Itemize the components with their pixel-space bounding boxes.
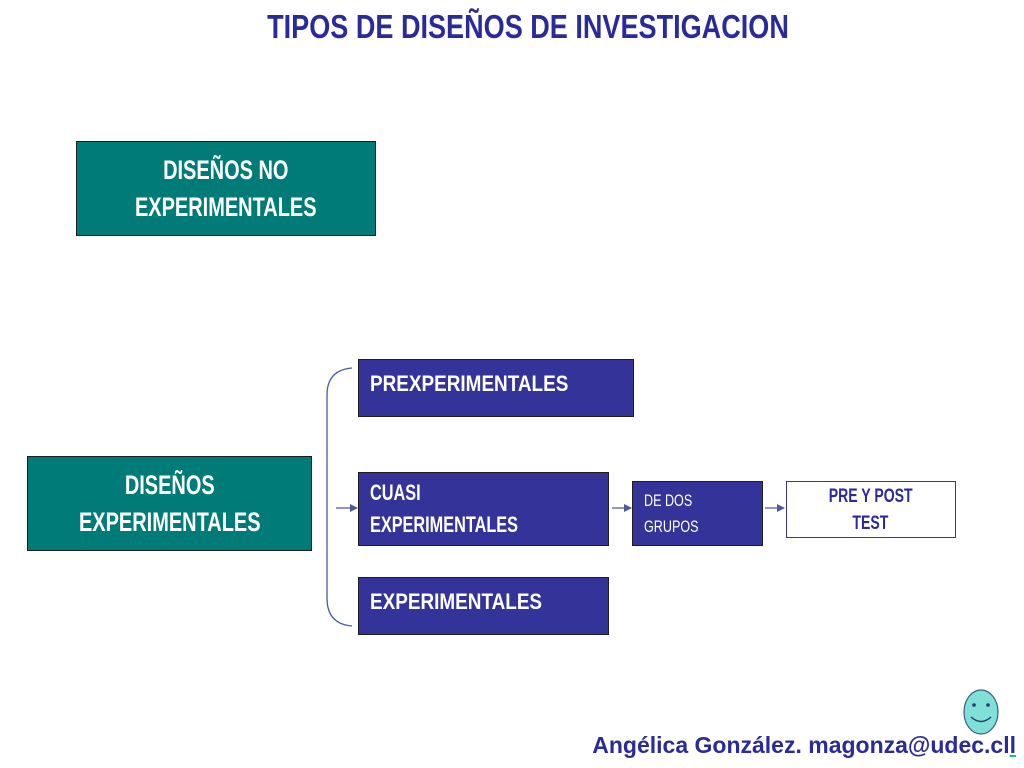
- box-line-2: GRUPOS: [644, 516, 699, 536]
- experimentales-box: EXPERIMENTALES: [358, 577, 609, 635]
- box-line-2: EXPERIMENTALES: [135, 191, 317, 222]
- author-footer: Angélica González. magonza@udec.cll: [592, 732, 1016, 759]
- box-line-1: DE DOS: [644, 490, 693, 510]
- smiley-face-icon: [963, 689, 999, 735]
- box-line-2: TEST: [853, 512, 889, 534]
- box-label: EXPERIMENTALES: [370, 589, 543, 614]
- box-line-2: EXPERIMENTALES: [370, 512, 518, 537]
- pre-post-test-box: PRE Y POST TEST: [786, 481, 956, 538]
- email-link-tail[interactable]: l: [1009, 732, 1016, 758]
- page-title: TIPOS DE DISEÑOS DE INVESTIGACION: [267, 8, 789, 45]
- box-label: PREXPERIMENTALES: [370, 371, 569, 396]
- disenos-no-experimentales-box: DISEÑOS NO EXPERIMENTALES: [76, 141, 376, 236]
- brace-connector: [326, 367, 353, 627]
- cuasi-experimentales-box: CUASI EXPERIMENTALES: [358, 472, 609, 546]
- disenos-experimentales-box: DISEÑOS EXPERIMENTALES: [27, 456, 312, 551]
- box-line-2: EXPERIMENTALES: [78, 506, 261, 537]
- prexperimentales-box: PREXPERIMENTALES: [358, 359, 634, 417]
- box-line-1: PRE Y POST: [829, 485, 913, 507]
- box-line-1: DISEÑOS NO: [163, 154, 289, 185]
- author-text: Angélica González. magonza@udec.cl: [592, 732, 1010, 758]
- box-line-1: CUASI: [370, 480, 421, 505]
- box-line-1: DISEÑOS: [124, 469, 215, 500]
- de-dos-grupos-box: DE DOS GRUPOS: [632, 481, 763, 546]
